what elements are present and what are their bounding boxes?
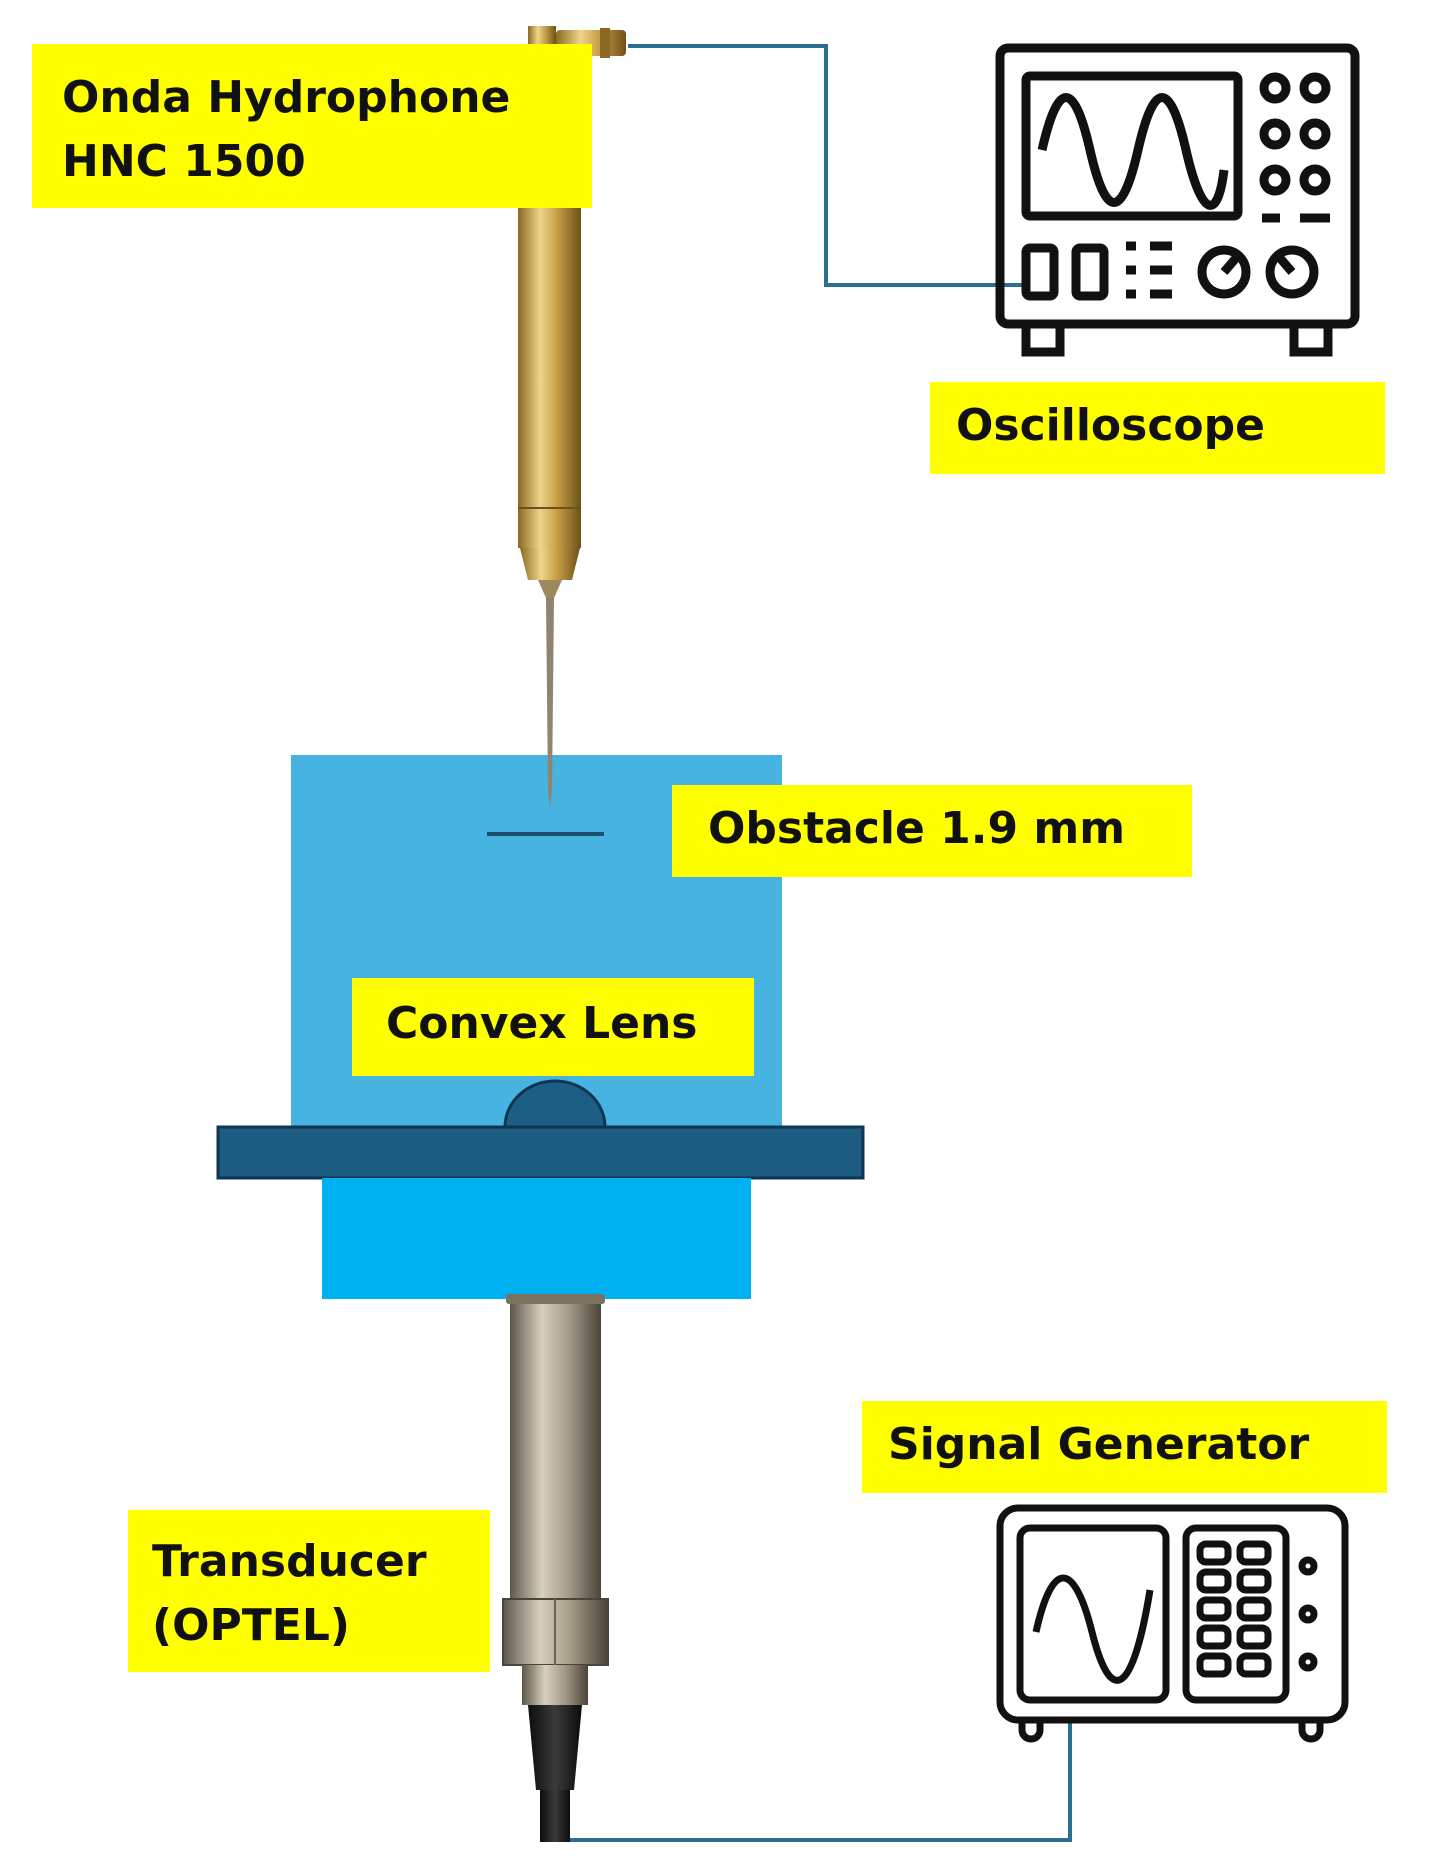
transducer-icon [502,1294,609,1842]
transducer-cable [555,1720,1072,1842]
mounting-plate [216,1125,865,1180]
hydrophone-cable [628,44,1026,287]
transducer-label: Transducer (OPTEL) [128,1510,490,1672]
hydrophone-label: Onda Hydrophone HNC 1500 [32,44,592,208]
obstacle-label: Obstacle 1.9 mm [672,785,1192,877]
oscilloscope-icon [995,43,1360,357]
transducer-mount [322,1178,751,1299]
signal-generator-icon [996,1504,1349,1743]
signal-generator-label: Signal Generator [862,1401,1387,1493]
oscilloscope-label: Oscilloscope [930,382,1385,474]
convex-lens-label: Convex Lens [352,978,754,1076]
convex-lens [503,1079,607,1129]
hydrophone-icon [518,26,626,808]
